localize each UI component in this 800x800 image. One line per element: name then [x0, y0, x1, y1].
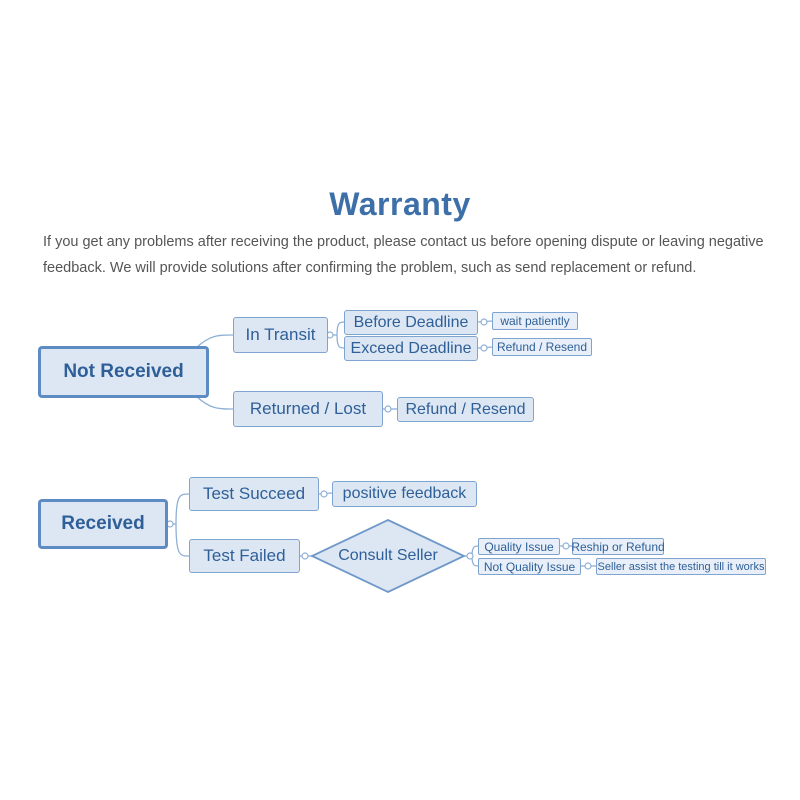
connector-dot [301, 552, 309, 560]
node-in-transit: In Transit [233, 317, 328, 353]
connector-dot [480, 318, 488, 326]
node-refund-resend-small: Refund / Resend [492, 338, 592, 356]
connector-dot [466, 552, 474, 560]
connector-in-transit-exceed [336, 334, 345, 349]
connector-not-received-in-transit [195, 334, 234, 349]
node-before-deadline: Before Deadline [344, 310, 478, 335]
node-returned-lost: Returned / Lost [233, 391, 383, 427]
connector-not-received-returned [195, 395, 234, 410]
node-received: Received [38, 499, 168, 549]
node-refund-resend: Refund / Resend [397, 397, 534, 422]
connector-dot [320, 490, 328, 498]
connector-received-failed [175, 523, 190, 557]
node-wait-patiently: wait patiently [492, 312, 578, 330]
connector-dot [480, 344, 488, 352]
connector-dot [562, 542, 570, 550]
connector-dot [584, 562, 592, 570]
intro-line-1: If you get any problems after receiving … [43, 234, 764, 250]
connector-in-transit-before [336, 321, 345, 336]
node-consult-seller: Consult Seller [338, 547, 438, 564]
node-positive-feedback: positive feedback [332, 481, 477, 507]
intro-line-2: feedback. We will provide solutions afte… [43, 260, 697, 276]
connector-received-succeed [175, 493, 190, 525]
connector-dot [384, 405, 392, 413]
intro-text: If you get any problems after receiving … [43, 229, 773, 281]
node-not-received: Not Received [38, 346, 209, 398]
node-quality-issue: Quality Issue [478, 538, 560, 555]
page-title: Warranty [329, 186, 471, 222]
node-exceed-deadline: Exceed Deadline [344, 336, 478, 361]
node-not-quality-issue: Not Quality Issue [478, 558, 581, 575]
node-reship-or-refund: Reship or Refund [571, 538, 665, 555]
node-test-failed: Test Failed [189, 539, 300, 573]
node-seller-assist: Seller assist the testing till it works [596, 558, 766, 575]
consult-seller-diamond [309, 519, 467, 593]
node-test-succeed: Test Succeed [189, 477, 319, 511]
